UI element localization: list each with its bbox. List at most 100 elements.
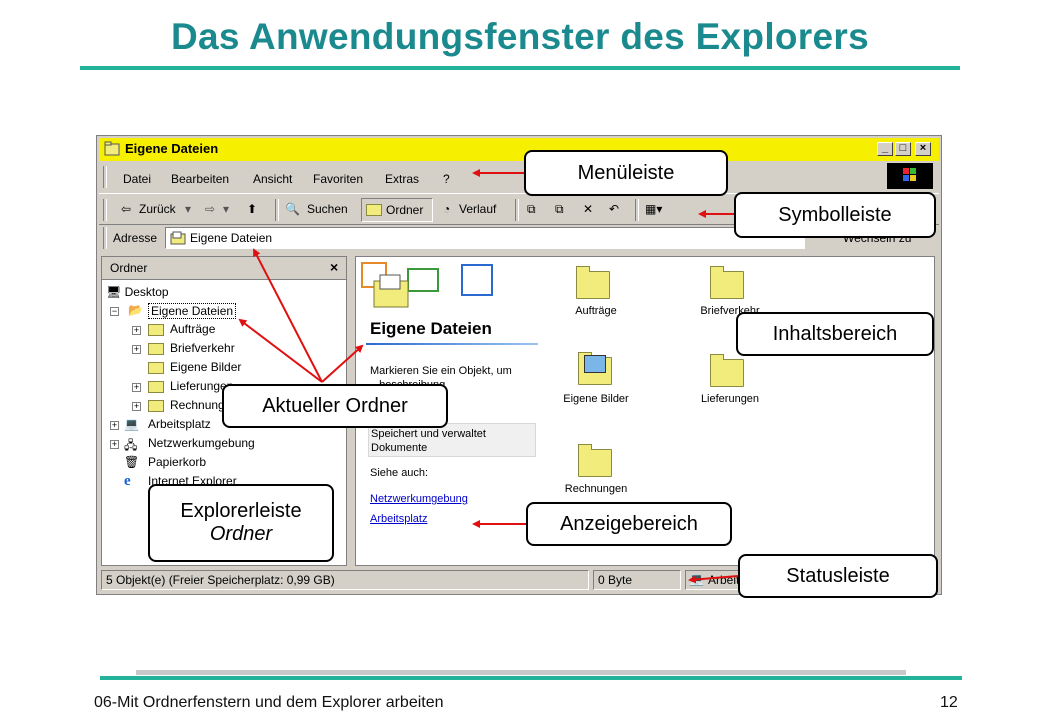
- search-button[interactable]: Suchen: [307, 202, 348, 216]
- explorer-bar-close-icon[interactable]: ×: [330, 259, 339, 275]
- menu-help[interactable]: ?: [443, 172, 450, 186]
- network-icon: 🖧: [124, 438, 138, 452]
- toolbar-separator: [275, 199, 279, 221]
- toolbar-separator: [635, 199, 639, 221]
- info-desc-line2: Dokumente: [371, 442, 428, 454]
- file-item-eigene-bilder[interactable]: Eigene Bilder: [552, 349, 640, 415]
- copy-to-icon[interactable]: ⧉: [555, 202, 564, 216]
- arrow-heading: [321, 344, 364, 383]
- back-button[interactable]: Zurück: [139, 202, 176, 216]
- views-icon[interactable]: ▦▾: [645, 202, 663, 216]
- expand-icon[interactable]: +: [132, 325, 141, 335]
- callout-current-folder: Aktueller Ordner: [222, 384, 448, 428]
- callout-explorer-bar-line1: Explorerleiste: [180, 500, 302, 522]
- file-item-lieferungen[interactable]: Lieferungen: [688, 349, 772, 415]
- slide-title: Das Anwendungsfenster des Explorers: [171, 16, 869, 57]
- title-rule: [80, 66, 960, 70]
- callout-display-area: Anzeigebereich: [526, 502, 732, 546]
- info-panel-heading: Eigene Dateien: [370, 319, 492, 338]
- page-number: 12: [940, 694, 958, 711]
- move-to-icon[interactable]: ⧉: [527, 202, 536, 216]
- menu-ansicht[interactable]: Ansicht: [253, 172, 293, 186]
- collapse-icon[interactable]: −: [110, 306, 119, 316]
- menubar-grip: [103, 166, 107, 188]
- explorer-bar-header: Ordner ×: [102, 257, 346, 280]
- callout-explorer-bar-line2: Ordner: [209, 523, 273, 545]
- folder-icon: [148, 381, 164, 393]
- expand-icon[interactable]: +: [110, 420, 119, 430]
- link-arbeitsplatz[interactable]: Arbeitsplatz: [370, 513, 428, 525]
- forward-dropdown-icon[interactable]: ▾: [223, 202, 230, 216]
- recycle-bin-icon: 🗑: [124, 455, 140, 469]
- toolbar: ⇦ Zurück ▾ ⇨ ▾ ⬆ 🔍 Suchen Ordner ◔ Verla…: [99, 193, 939, 225]
- address-value: Eigene Dateien: [190, 231, 273, 245]
- callout-explorer-bar: Explorerleiste Ordner: [148, 484, 334, 562]
- slide-footer: 06-Mit Ordnerfenstern und dem Explorer a…: [94, 694, 444, 711]
- callout-content: Inhaltsbereich: [736, 312, 934, 356]
- history-button[interactable]: Verlauf: [459, 202, 497, 216]
- footer-rule: [100, 676, 962, 680]
- explorer-bar-title: Ordner: [110, 261, 148, 275]
- expand-icon[interactable]: +: [110, 439, 119, 449]
- footer-shadow: [136, 670, 906, 675]
- delete-icon[interactable]: ✕: [583, 202, 594, 216]
- up-folder-button[interactable]: ⬆: [247, 202, 258, 216]
- menu-extras[interactable]: Extras: [385, 172, 420, 186]
- toolbar-separator: [515, 199, 519, 221]
- folders-button[interactable]: Ordner: [386, 203, 424, 217]
- expand-icon[interactable]: +: [132, 401, 141, 411]
- expand-icon[interactable]: +: [132, 344, 141, 354]
- folder-icon: [148, 362, 164, 374]
- my-documents-icon: [170, 231, 186, 245]
- windows-logo-icon: [887, 163, 933, 189]
- info-hint-line1: Markieren Sie ein Objekt, um: [370, 365, 512, 377]
- arrow-tree: [238, 318, 323, 383]
- status-objects: 5 Objekt(e) (Freier Speicherplatz: 0,99 …: [101, 570, 589, 590]
- menu-bearbeiten[interactable]: Bearbeiten: [171, 172, 230, 186]
- folder-icon: [710, 266, 744, 299]
- back-dropdown-icon[interactable]: ▾: [185, 202, 192, 216]
- callout-menubar: Menüleiste: [524, 150, 728, 196]
- arrow-address: [253, 248, 323, 383]
- info-desc-line1: Speichert und verwaltet: [371, 428, 486, 440]
- window-title: Eigene Dateien: [125, 141, 219, 156]
- minimize-button[interactable]: _: [877, 142, 893, 156]
- menubar: Datei Bearbeiten Ansicht Favoriten Extra…: [99, 163, 939, 191]
- see-also-label: Siehe auch:: [370, 467, 429, 479]
- folder-icon: [576, 266, 610, 299]
- address-label: Adresse: [113, 231, 158, 245]
- file-item-briefverkehr[interactable]: Briefverkehr: [688, 261, 772, 327]
- folder-banner-graphic: [361, 262, 493, 308]
- my-documents-icon: 📂: [128, 303, 143, 317]
- addressbar-grip: [103, 227, 107, 249]
- link-netzwerkumgebung[interactable]: Netzwerkumgebung: [370, 493, 468, 505]
- picture-icon: [584, 355, 606, 373]
- callout-toolbar: Symbolleiste: [734, 192, 936, 238]
- back-arrow-icon: ⇦: [121, 202, 132, 216]
- window-titlebar[interactable]: Eigene Dateien _ □ ×: [99, 138, 939, 161]
- close-button[interactable]: ×: [915, 142, 931, 156]
- menu-datei[interactable]: Datei: [123, 172, 152, 186]
- address-input[interactable]: Eigene Dateien: [165, 227, 805, 249]
- folder-icon: [710, 354, 744, 387]
- heading-rule: [366, 343, 538, 345]
- folder-icon: [148, 400, 164, 412]
- folder-window-icon: [104, 141, 120, 156]
- file-item-auftraege[interactable]: Aufträge: [556, 261, 636, 327]
- tree-item-desktop[interactable]: 🖥 Desktop: [106, 285, 169, 299]
- menu-favoriten[interactable]: Favoriten: [313, 172, 364, 186]
- file-item-rechnungen[interactable]: Rechnungen: [552, 439, 640, 505]
- internet-explorer-icon: e: [124, 473, 131, 489]
- folder-icon: [148, 324, 164, 336]
- forward-button[interactable]: ⇨: [205, 202, 216, 216]
- search-icon: 🔍: [285, 202, 300, 216]
- arrow-statusbar: [688, 575, 739, 584]
- computer-icon: 💻: [124, 417, 139, 431]
- folder-icon: [578, 444, 612, 477]
- expand-icon[interactable]: +: [132, 382, 141, 392]
- folders-button-frame[interactable]: Ordner: [361, 198, 433, 222]
- maximize-button[interactable]: □: [895, 142, 911, 156]
- undo-icon[interactable]: ↶: [609, 202, 620, 216]
- desktop-icon: 🖥: [106, 285, 122, 299]
